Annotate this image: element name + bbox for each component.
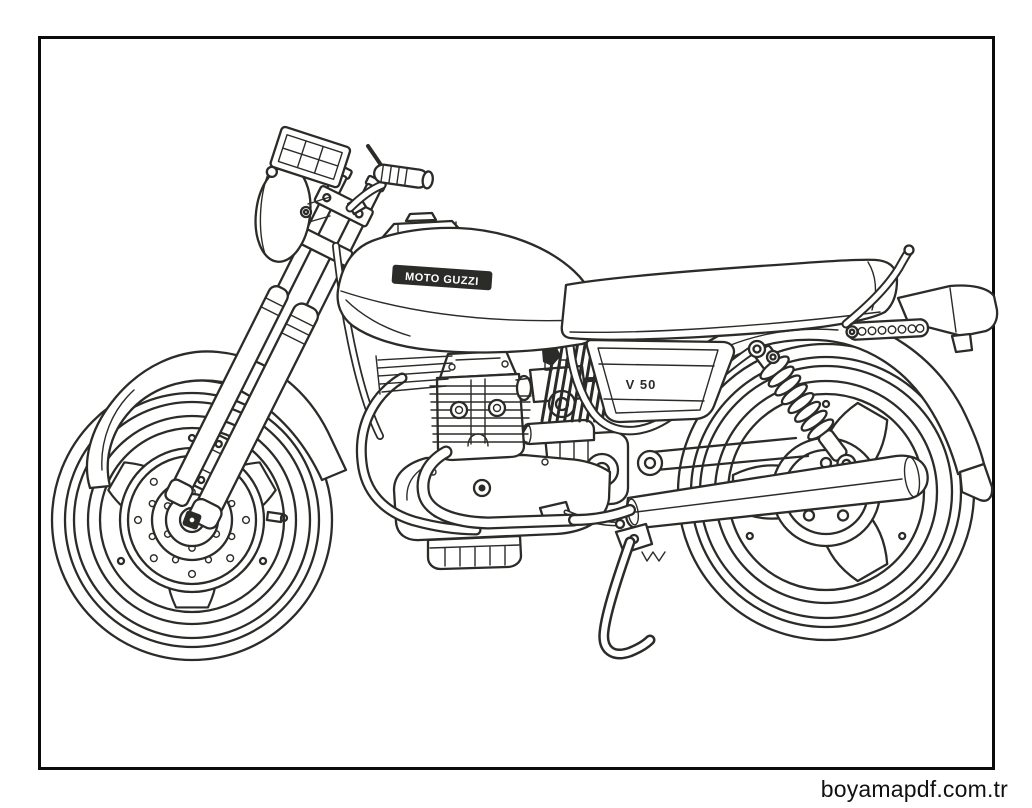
starter-motor [520,418,596,446]
air-intake-louvres [375,355,453,395]
handlebar-grip [373,163,434,190]
cylinder [429,340,532,462]
instrument-cluster [265,125,352,189]
kickstand [598,522,666,660]
fuel-tank: MOTO GUZZI [336,211,601,354]
rear-bracket [845,318,930,341]
exhaust-header-pipes [355,372,636,536]
filler-cap [404,211,438,223]
mud-flap [958,462,994,502]
tank-badge-text: MOTO GUZZI [405,271,480,288]
fuel-tap [542,346,561,366]
watermark-text: boyamapdf.com.tr [820,776,1008,802]
oil-pan [426,534,523,571]
handlebar [345,144,434,216]
side-panel: V 50 [585,338,736,424]
swingarm [636,436,810,477]
rear-shock-absorber [754,344,857,475]
drawing-frame-border [38,36,995,770]
kickstand-spring [641,551,666,562]
exhaust-muffler [624,454,929,530]
grab-rail [841,244,915,329]
seat [560,258,899,341]
side-panel-badge-text: V 50 [626,377,657,392]
tank-badge: MOTO GUZZI [391,264,493,291]
valve-stem [265,510,284,524]
